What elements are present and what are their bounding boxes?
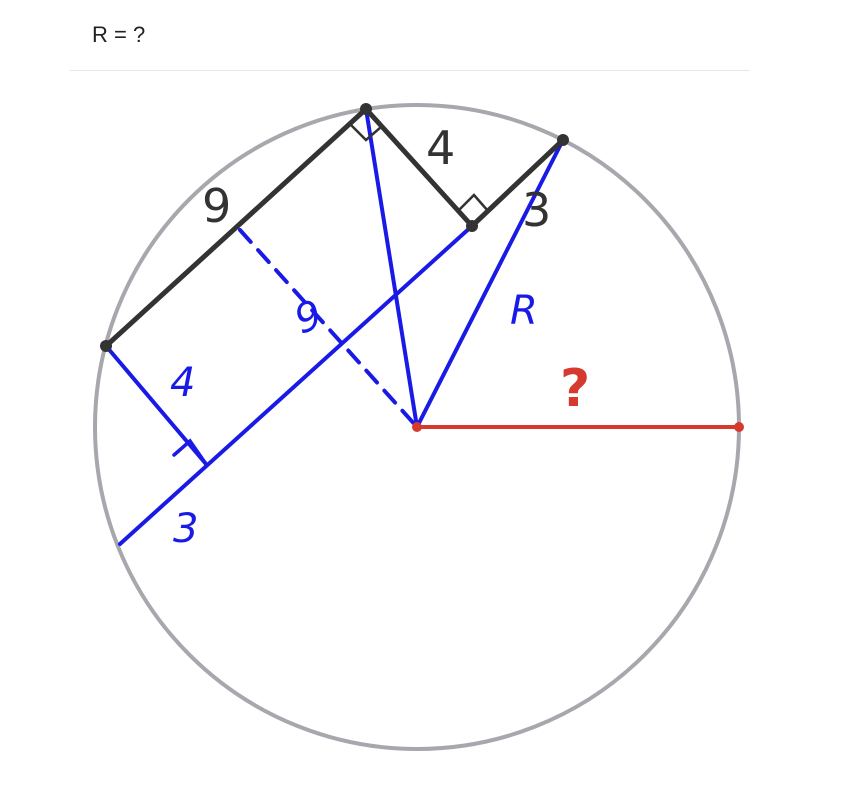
- vertex-right: [557, 134, 569, 146]
- black-polyline: [103, 106, 566, 349]
- blue-chord: [118, 224, 474, 546]
- vertex-bottom: [466, 220, 478, 232]
- label-four-hand: 4: [170, 360, 195, 406]
- label-nine: 9: [202, 179, 231, 233]
- blue-dashed-line: [238, 228, 419, 429]
- radius-end-dot: [734, 422, 744, 432]
- right-angle-mark-right: [457, 193, 489, 212]
- blue-line-to-center-from-top: [364, 107, 419, 429]
- blue-perpendicular-4: [104, 344, 208, 466]
- question-text: R = ?: [92, 22, 146, 47]
- black-segments: [103, 106, 566, 349]
- divider: [70, 70, 750, 71]
- radius-r-line: [415, 138, 565, 429]
- vertex-left: [100, 340, 112, 352]
- label-four-top: 4: [426, 121, 455, 175]
- right-angle-mark-top: [349, 123, 382, 142]
- center-dot: [412, 422, 422, 432]
- label-question-mark: ?: [560, 359, 590, 419]
- label-three-hand: 3: [173, 506, 198, 552]
- vertex-top: [360, 103, 372, 115]
- blue-right-angle-mark: [172, 438, 208, 466]
- label-nine-hand: 9: [289, 292, 329, 344]
- label-r-hand: R: [510, 288, 538, 334]
- blue-construction: [104, 107, 565, 546]
- label-three-top: 3: [522, 183, 551, 237]
